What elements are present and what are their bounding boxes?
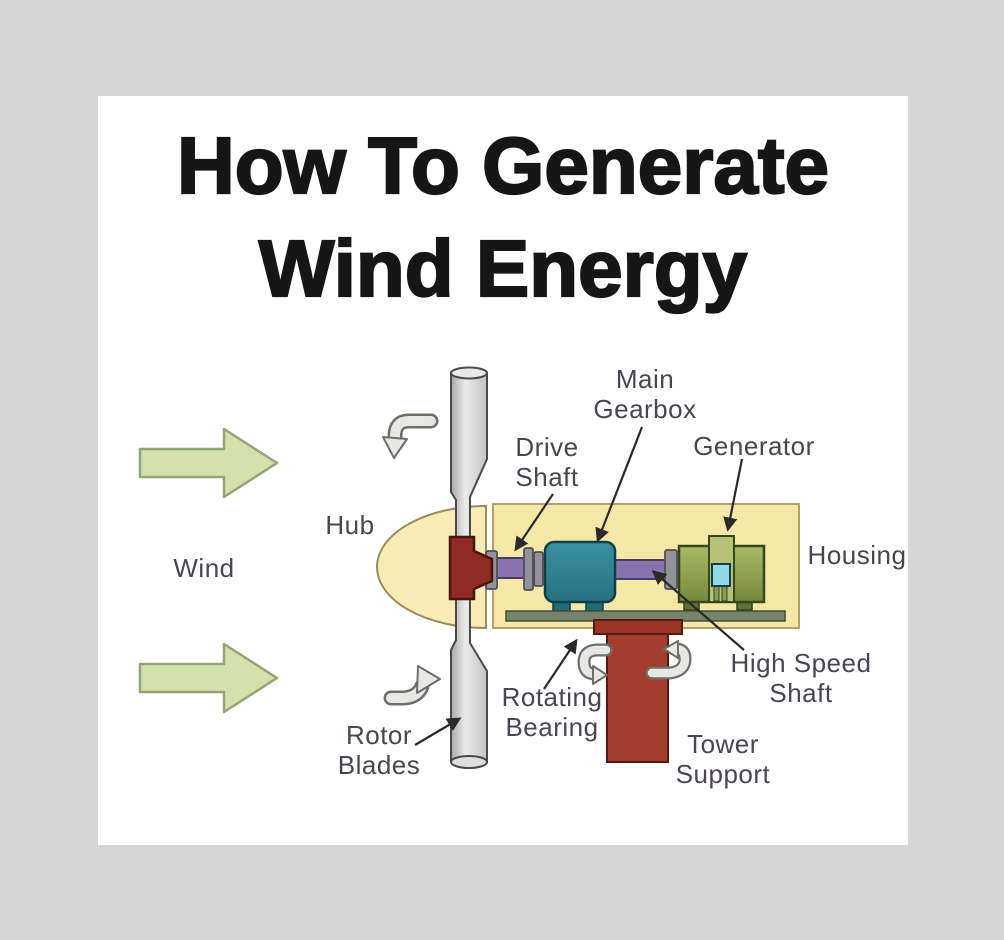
generator-shape: [677, 535, 766, 604]
label-high-speed-shaft: High Speed Shaft: [730, 648, 872, 708]
wind-direction-arrow-bottom: [138, 642, 279, 714]
gearbox-shape: [543, 540, 617, 604]
label-generator: Generator: [693, 431, 815, 461]
leader-high-speed-shaft: [651, 570, 745, 651]
label-rotating-bearing: Rotating Bearing: [501, 682, 603, 742]
label-tower-support: Tower Support: [675, 729, 771, 789]
tower-support-shape: [606, 633, 669, 763]
high-speed-shaft-shape: [609, 559, 673, 580]
label-hub: Hub: [325, 510, 375, 540]
rotation-arrow-tower-right: [645, 640, 692, 680]
tower-cap: [593, 619, 683, 635]
label-wind: Wind: [173, 553, 235, 583]
hub-shape: [448, 535, 494, 601]
rotation-arrow-top: [382, 413, 439, 459]
title-line-2: Wind Energy: [258, 223, 748, 314]
rotation-arrow-bottom: [383, 665, 441, 706]
leader-rotor-blades: [414, 717, 462, 746]
leader-generator: [723, 458, 744, 532]
label-rotor-blades: Rotor Blades: [337, 720, 421, 780]
rotation-arrow-tower-left: [577, 643, 613, 685]
generator-cooling-box: [711, 563, 731, 587]
label-drive-shaft: Drive Shaft: [515, 432, 579, 492]
leader-drive-shaft: [514, 493, 554, 552]
label-main-gearbox: Main Gearbox: [593, 364, 697, 424]
label-housing: Housing: [807, 540, 907, 570]
leader-arrows: [414, 426, 745, 746]
page-title: How To Generate Wind Energy: [98, 114, 908, 320]
leader-rotating-bearing: [543, 638, 578, 690]
leader-main-gearbox: [595, 426, 644, 543]
title-line-1: How To Generate: [176, 120, 830, 211]
wind-direction-arrow-top: [138, 427, 279, 499]
